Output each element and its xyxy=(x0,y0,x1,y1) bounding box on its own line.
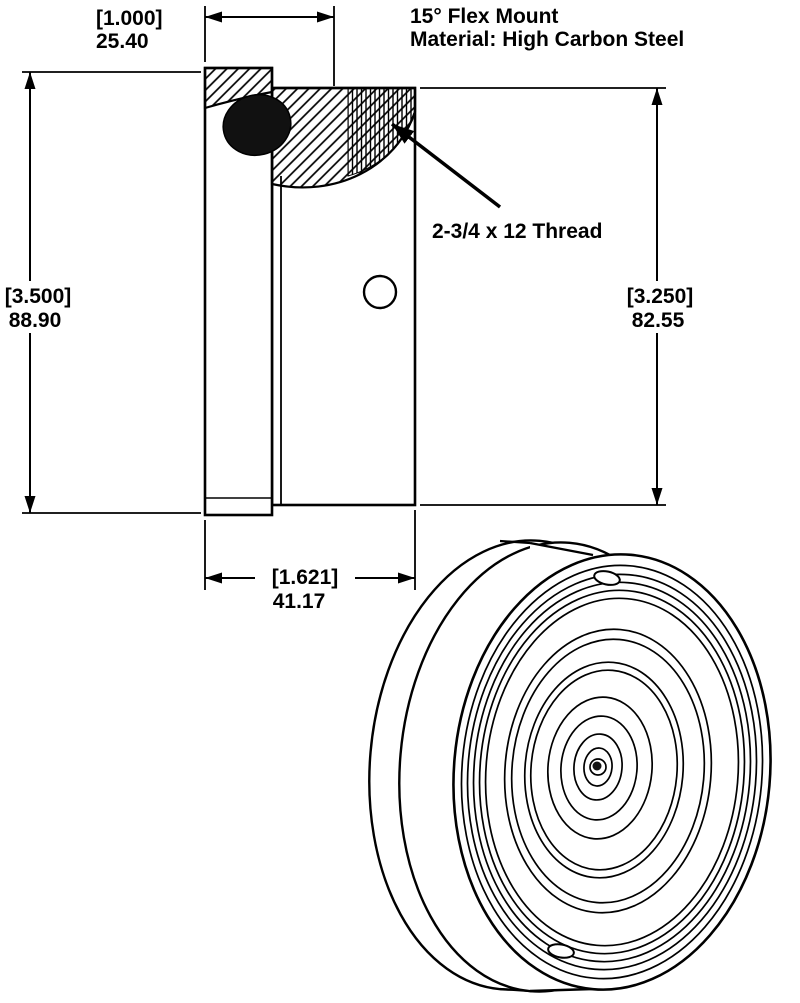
recess-ring xyxy=(510,638,706,904)
thread-ring xyxy=(460,564,764,980)
title-block: 15° Flex Mount Material: High Carbon Ste… xyxy=(410,5,684,51)
hub-ring xyxy=(560,715,638,821)
seal-ring-section xyxy=(222,94,292,156)
thread-callout: 2-3/4 x 12 Thread xyxy=(390,122,602,243)
section-view xyxy=(203,66,417,517)
label-mask xyxy=(0,281,80,333)
body-silhouette-top xyxy=(529,541,594,557)
center-bore-inner xyxy=(589,758,607,776)
dim-right-mm: 82.55 xyxy=(632,309,685,332)
cross-pin-hole xyxy=(362,274,398,310)
dim-bottom-inches: [1.621] xyxy=(272,566,339,589)
hub-ring xyxy=(573,733,623,801)
dimension-overall-height: [3.500] 88.90 xyxy=(0,71,201,514)
label-mask xyxy=(613,281,707,333)
thread-ring xyxy=(478,589,746,955)
body-silhouette-bottom xyxy=(529,987,594,993)
center-bore xyxy=(583,747,613,787)
drawing-title: 15° Flex Mount xyxy=(410,5,558,28)
drawing-material: Material: High Carbon Steel xyxy=(410,28,684,51)
face-hole-top xyxy=(593,570,621,586)
dimension-top-width: [1.000] 25.40 xyxy=(96,6,335,86)
center-hub xyxy=(546,696,654,840)
recess-ring xyxy=(529,669,679,871)
dim-top-inches: [1.000] xyxy=(96,7,163,30)
recess-ring xyxy=(503,628,713,914)
thread-face-lines xyxy=(347,87,416,177)
thread-ring xyxy=(484,597,740,947)
dim-right-inches: [3.250] xyxy=(627,285,694,308)
dimension-body-height: [3.250] 82.55 xyxy=(420,87,707,506)
dim-bottom-mm: 41.17 xyxy=(273,590,326,613)
dimension-body-width: [1.621] 41.17 xyxy=(204,510,416,613)
recess-ring xyxy=(523,661,685,879)
dim-left-inches: [3.500] xyxy=(5,285,72,308)
isometric-view xyxy=(368,539,772,993)
label-mask xyxy=(255,563,355,588)
thread-callout-label: 2-3/4 x 12 Thread xyxy=(432,220,602,243)
front-face-thread-rings xyxy=(460,564,764,980)
center-dot xyxy=(592,761,602,771)
callout-arrow xyxy=(390,122,502,209)
thread-ring xyxy=(472,581,752,963)
hub-ring xyxy=(546,696,654,840)
face-hole-bottom xyxy=(547,943,575,959)
flange-rim-top-edge xyxy=(499,539,531,545)
thread-ring xyxy=(466,573,758,971)
dim-top-mm: 25.40 xyxy=(96,30,149,53)
dim-left-mm: 88.90 xyxy=(9,309,62,332)
front-face-recess-rings xyxy=(503,628,713,914)
